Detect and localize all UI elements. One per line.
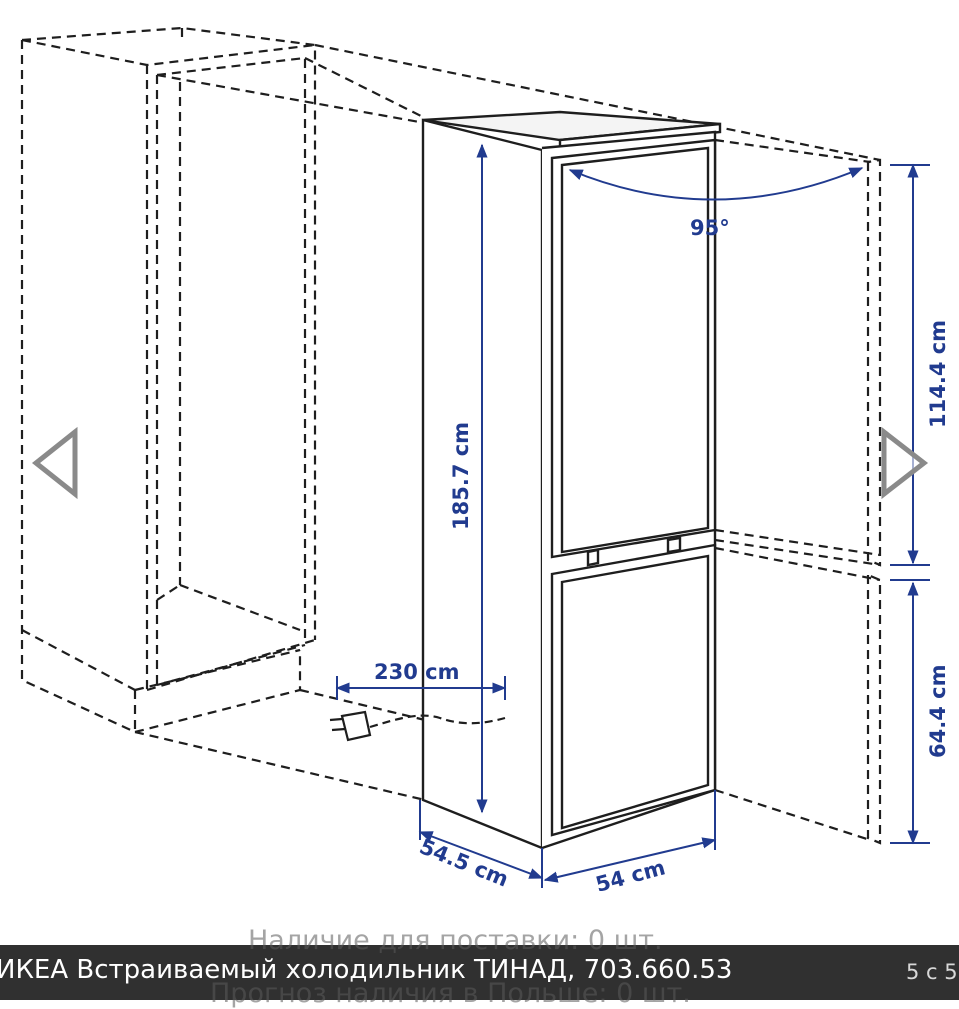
power-cord	[329, 710, 506, 742]
image-caption: ИКЕА Встраиваемый холодильник ТИНАД, 703…	[0, 955, 733, 985]
width-label: 54 cm	[593, 855, 668, 897]
image-counter: 5 с 5	[906, 960, 958, 984]
chevron-left-icon	[31, 426, 78, 500]
caption-bar: Наличие для поставки: 0 шт. Прогноз нали…	[0, 925, 959, 1009]
cord-length-label: 230 cm	[374, 660, 459, 684]
side-panels	[866, 158, 882, 845]
refrigerator	[421, 110, 722, 850]
door-angle-label: 95°	[690, 216, 730, 240]
previous-image-button[interactable]	[28, 425, 88, 505]
fridge-height-label: 114.4 cm	[926, 320, 950, 428]
next-image-button[interactable]	[874, 425, 934, 505]
total-height-label: 185.7 cm	[449, 422, 473, 530]
depth-label: 54.5 cm	[416, 834, 512, 891]
background-availability-text: Наличие для поставки: 0 шт.	[248, 925, 663, 956]
cabinet-outline	[20, 26, 317, 734]
perspective-lines	[134, 43, 881, 842]
product-dimension-diagram: 95° 185.7 cm 114.4 cm 64.4 cm 230 cm 54.…	[20, 26, 950, 897]
chevron-right-icon	[881, 426, 929, 500]
dimension-lines	[335, 143, 930, 888]
freezer-height-label: 64.4 cm	[926, 665, 950, 758]
background-forecast-text: Прогноз наличия в Польше: 0 шт.	[210, 978, 691, 1009]
